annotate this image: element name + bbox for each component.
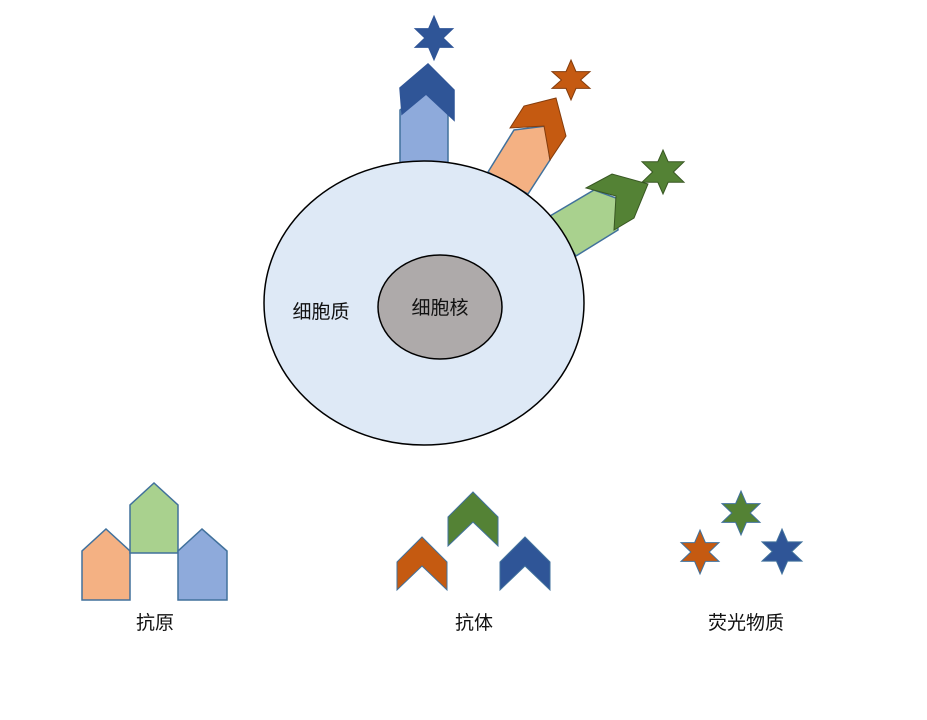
- legend-antigen-blue: [177, 527, 228, 601]
- label-cytoplasm: 细胞质: [292, 301, 349, 323]
- attached-complex-orange: [486, 58, 592, 195]
- label-antibody: 抗体: [455, 612, 493, 634]
- legend-antibodies: [396, 491, 551, 592]
- legend-antibody-orange: [396, 536, 448, 592]
- attached-complex-blue: [399, 14, 455, 164]
- attached-complex-green: [548, 148, 686, 258]
- legend-antibody-green: [447, 491, 499, 548]
- attached-antibody-orange: [509, 97, 567, 162]
- attached-antibody-blue: [399, 62, 455, 122]
- label-antigen: 抗原: [136, 612, 174, 634]
- legend-fluor-star-orange: [679, 528, 721, 576]
- attached-fluor-star-orange: [550, 58, 592, 102]
- label-nucleus: 细胞核: [411, 297, 468, 319]
- legend-antigens: [81, 481, 228, 601]
- attached-antibody-green: [584, 173, 649, 231]
- legend-antigen-orange: [81, 527, 131, 601]
- attached-fluor-star-green: [640, 148, 686, 196]
- label-fluorescent-substance: 荧光物质: [708, 612, 784, 634]
- cell-nucleus: [377, 254, 503, 360]
- legend-antigen-green: [129, 481, 179, 554]
- legend-fluor-star-green: [720, 489, 762, 537]
- legend-fluor-star-blue: [760, 527, 804, 576]
- legend-antibody-blue: [499, 536, 551, 592]
- legend-fluors: [679, 489, 804, 576]
- attached-fluor-star-blue: [413, 14, 455, 62]
